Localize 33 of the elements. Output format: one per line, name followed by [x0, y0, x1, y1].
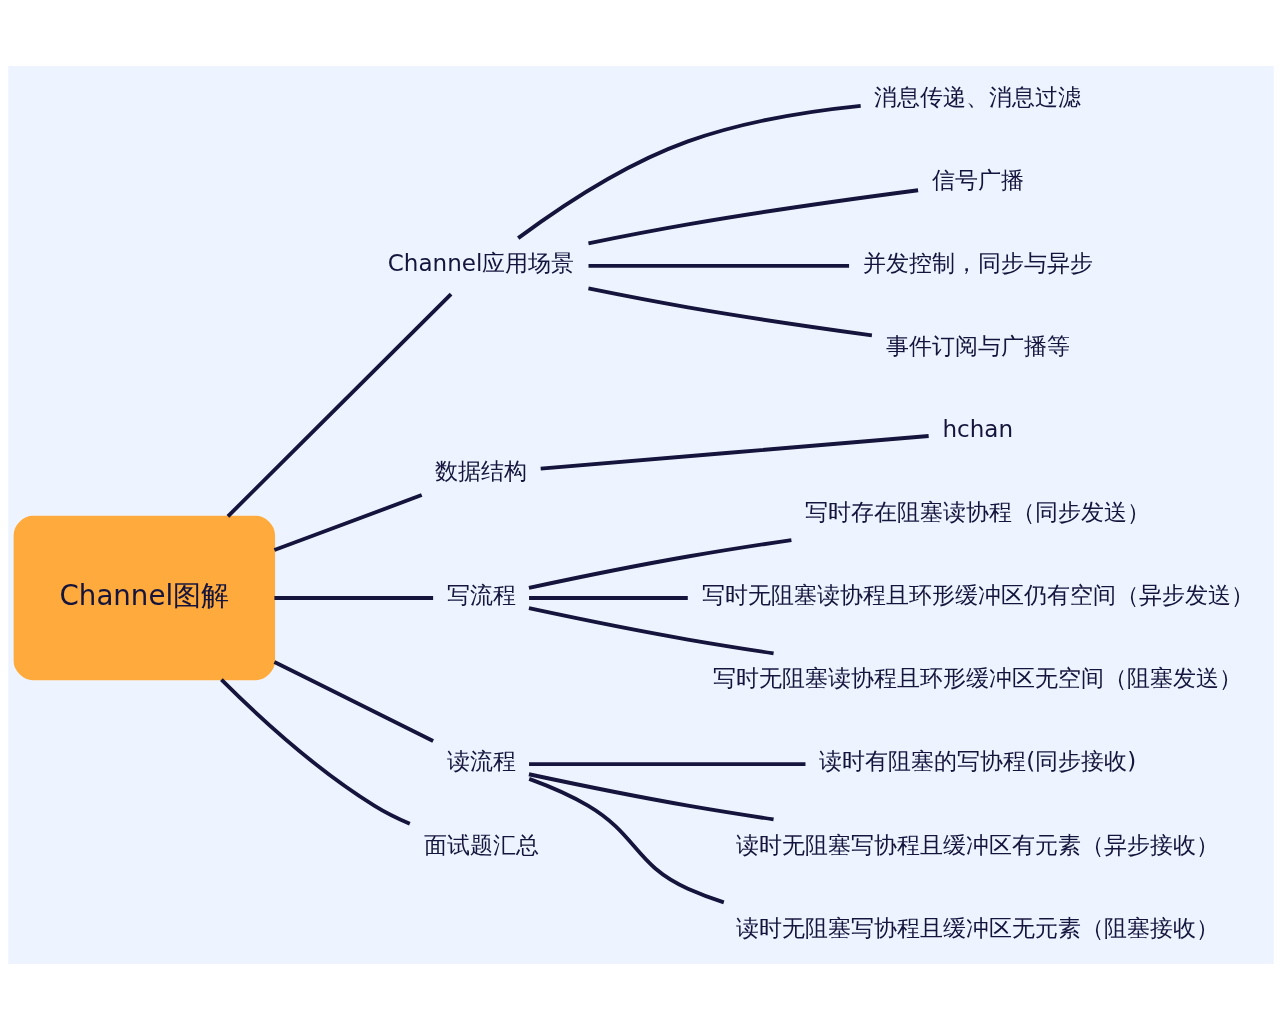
connector — [588, 187, 919, 245]
connector — [226, 292, 453, 518]
connector — [588, 286, 873, 337]
connector — [274, 595, 434, 600]
node-text: 事件订阅与广播等 — [885, 332, 1070, 359]
node-text: 写时无阻塞读协程且环形缓冲区仍有空间（异步发送） — [701, 581, 1254, 608]
node-text: 面试题汇总 — [423, 831, 539, 858]
connector — [273, 492, 423, 552]
node-text: 信号广播 — [931, 166, 1024, 193]
connector — [528, 537, 792, 590]
connector — [540, 433, 929, 470]
node-text: 读时无阻塞写协程且缓冲区无元素（阻塞接收） — [736, 914, 1220, 941]
connector — [529, 595, 688, 600]
node-text: Channel应用场景 — [387, 249, 575, 276]
node-text: hchan — [942, 415, 1014, 442]
connector — [220, 677, 411, 826]
node-text: 数据结构 — [435, 457, 528, 484]
node-box: Channel图解 — [13, 515, 276, 680]
node-text: 读时有阻塞的写协程(同步接收) — [819, 747, 1137, 774]
connector — [517, 103, 861, 240]
connector — [588, 263, 850, 268]
connector — [528, 776, 725, 904]
connector — [528, 771, 774, 821]
node-text: 写时存在阻塞读协程（同步发送） — [805, 498, 1151, 525]
node-text: 读流程 — [446, 747, 516, 774]
node-text: 写流程 — [446, 581, 516, 608]
connector — [273, 659, 434, 743]
node-text: 消息传递、消息过滤 — [874, 83, 1082, 110]
node-text: 读时无阻塞写协程且缓冲区有元素（异步接收） — [736, 831, 1220, 858]
connector — [528, 605, 774, 655]
node-text: 写时无阻塞读协程且环形缓冲区无空间（阻塞发送） — [713, 664, 1243, 691]
node-text: 并发控制，同步与异步 — [862, 249, 1093, 276]
connector — [529, 761, 806, 766]
